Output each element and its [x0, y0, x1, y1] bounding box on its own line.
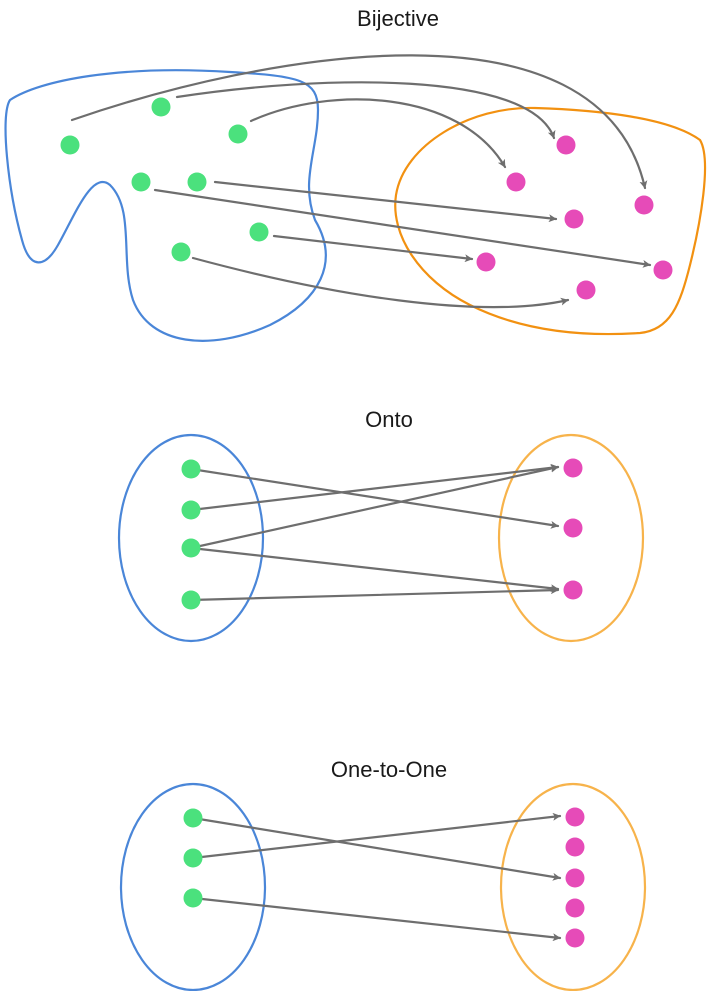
mapping-arrow	[213, 180, 558, 223]
one-to-one-title: One-to-One	[331, 757, 447, 782]
one-to-one-diagram: One-to-One	[119, 757, 647, 991]
codomain-element	[565, 837, 585, 857]
one-to-one-codomain-elements	[565, 807, 585, 948]
mapping-arrow	[175, 81, 556, 140]
domain-element	[183, 848, 203, 868]
mapping-arrow	[189, 586, 560, 602]
mapping-arrow	[272, 234, 474, 263]
codomain-element	[563, 518, 583, 538]
onto-codomain-elements	[563, 458, 583, 600]
domain-element	[183, 808, 203, 828]
domain-element	[151, 97, 171, 117]
bijective-domain-elements	[60, 97, 269, 262]
mapping-arrow	[189, 546, 560, 593]
domain-element	[171, 242, 191, 262]
codomain-element	[634, 195, 654, 215]
codomain-element	[565, 928, 585, 948]
codomain-element	[564, 209, 584, 229]
one-to-one-arrows	[191, 812, 562, 942]
onto-title: Onto	[365, 407, 413, 432]
mapping-arrow	[189, 467, 560, 529]
mapping-arrow	[191, 896, 562, 942]
onto-domain-elements	[181, 459, 201, 610]
codomain-element	[576, 280, 596, 300]
domain-element	[249, 222, 269, 242]
domain-element	[131, 172, 151, 192]
onto-arrows	[189, 463, 560, 602]
mapping-arrow	[191, 256, 570, 309]
codomain-element	[506, 172, 526, 192]
mapping-arrow	[191, 816, 562, 881]
domain-element	[181, 590, 201, 610]
codomain-element	[563, 458, 583, 478]
codomain-element	[653, 260, 673, 280]
codomain-element	[565, 807, 585, 827]
mapping-arrow	[70, 54, 648, 190]
codomain-element	[565, 898, 585, 918]
bijective-domain-set-outline	[4, 69, 327, 342]
codomain-element	[563, 580, 583, 600]
one-to-one-domain-set-outline	[119, 782, 267, 991]
mapping-arrow	[189, 464, 560, 550]
domain-element	[181, 500, 201, 520]
mapping-arrow	[191, 812, 562, 860]
mapping-arrow	[249, 98, 507, 169]
onto-domain-set-outline	[117, 433, 265, 643]
domain-element	[60, 135, 80, 155]
bijective-diagram: Bijective	[4, 6, 707, 342]
domain-element	[183, 888, 203, 908]
one-to-one-domain-elements	[183, 808, 203, 908]
mapping-arrow	[189, 463, 560, 512]
bijective-arrows	[70, 54, 652, 309]
bijective-codomain-set-outline	[394, 106, 707, 336]
mapping-arrow	[153, 188, 652, 268]
bijective-title: Bijective	[357, 6, 439, 31]
codomain-element	[556, 135, 576, 155]
one-to-one-codomain-set-outline	[499, 782, 647, 991]
bijective-codomain-elements	[476, 135, 673, 300]
domain-element	[228, 124, 248, 144]
codomain-element	[565, 868, 585, 888]
onto-diagram: Onto	[117, 407, 645, 643]
domain-element	[181, 459, 201, 479]
domain-element	[181, 538, 201, 558]
onto-codomain-set-outline	[497, 433, 645, 643]
codomain-element	[476, 252, 496, 272]
domain-element	[187, 172, 207, 192]
